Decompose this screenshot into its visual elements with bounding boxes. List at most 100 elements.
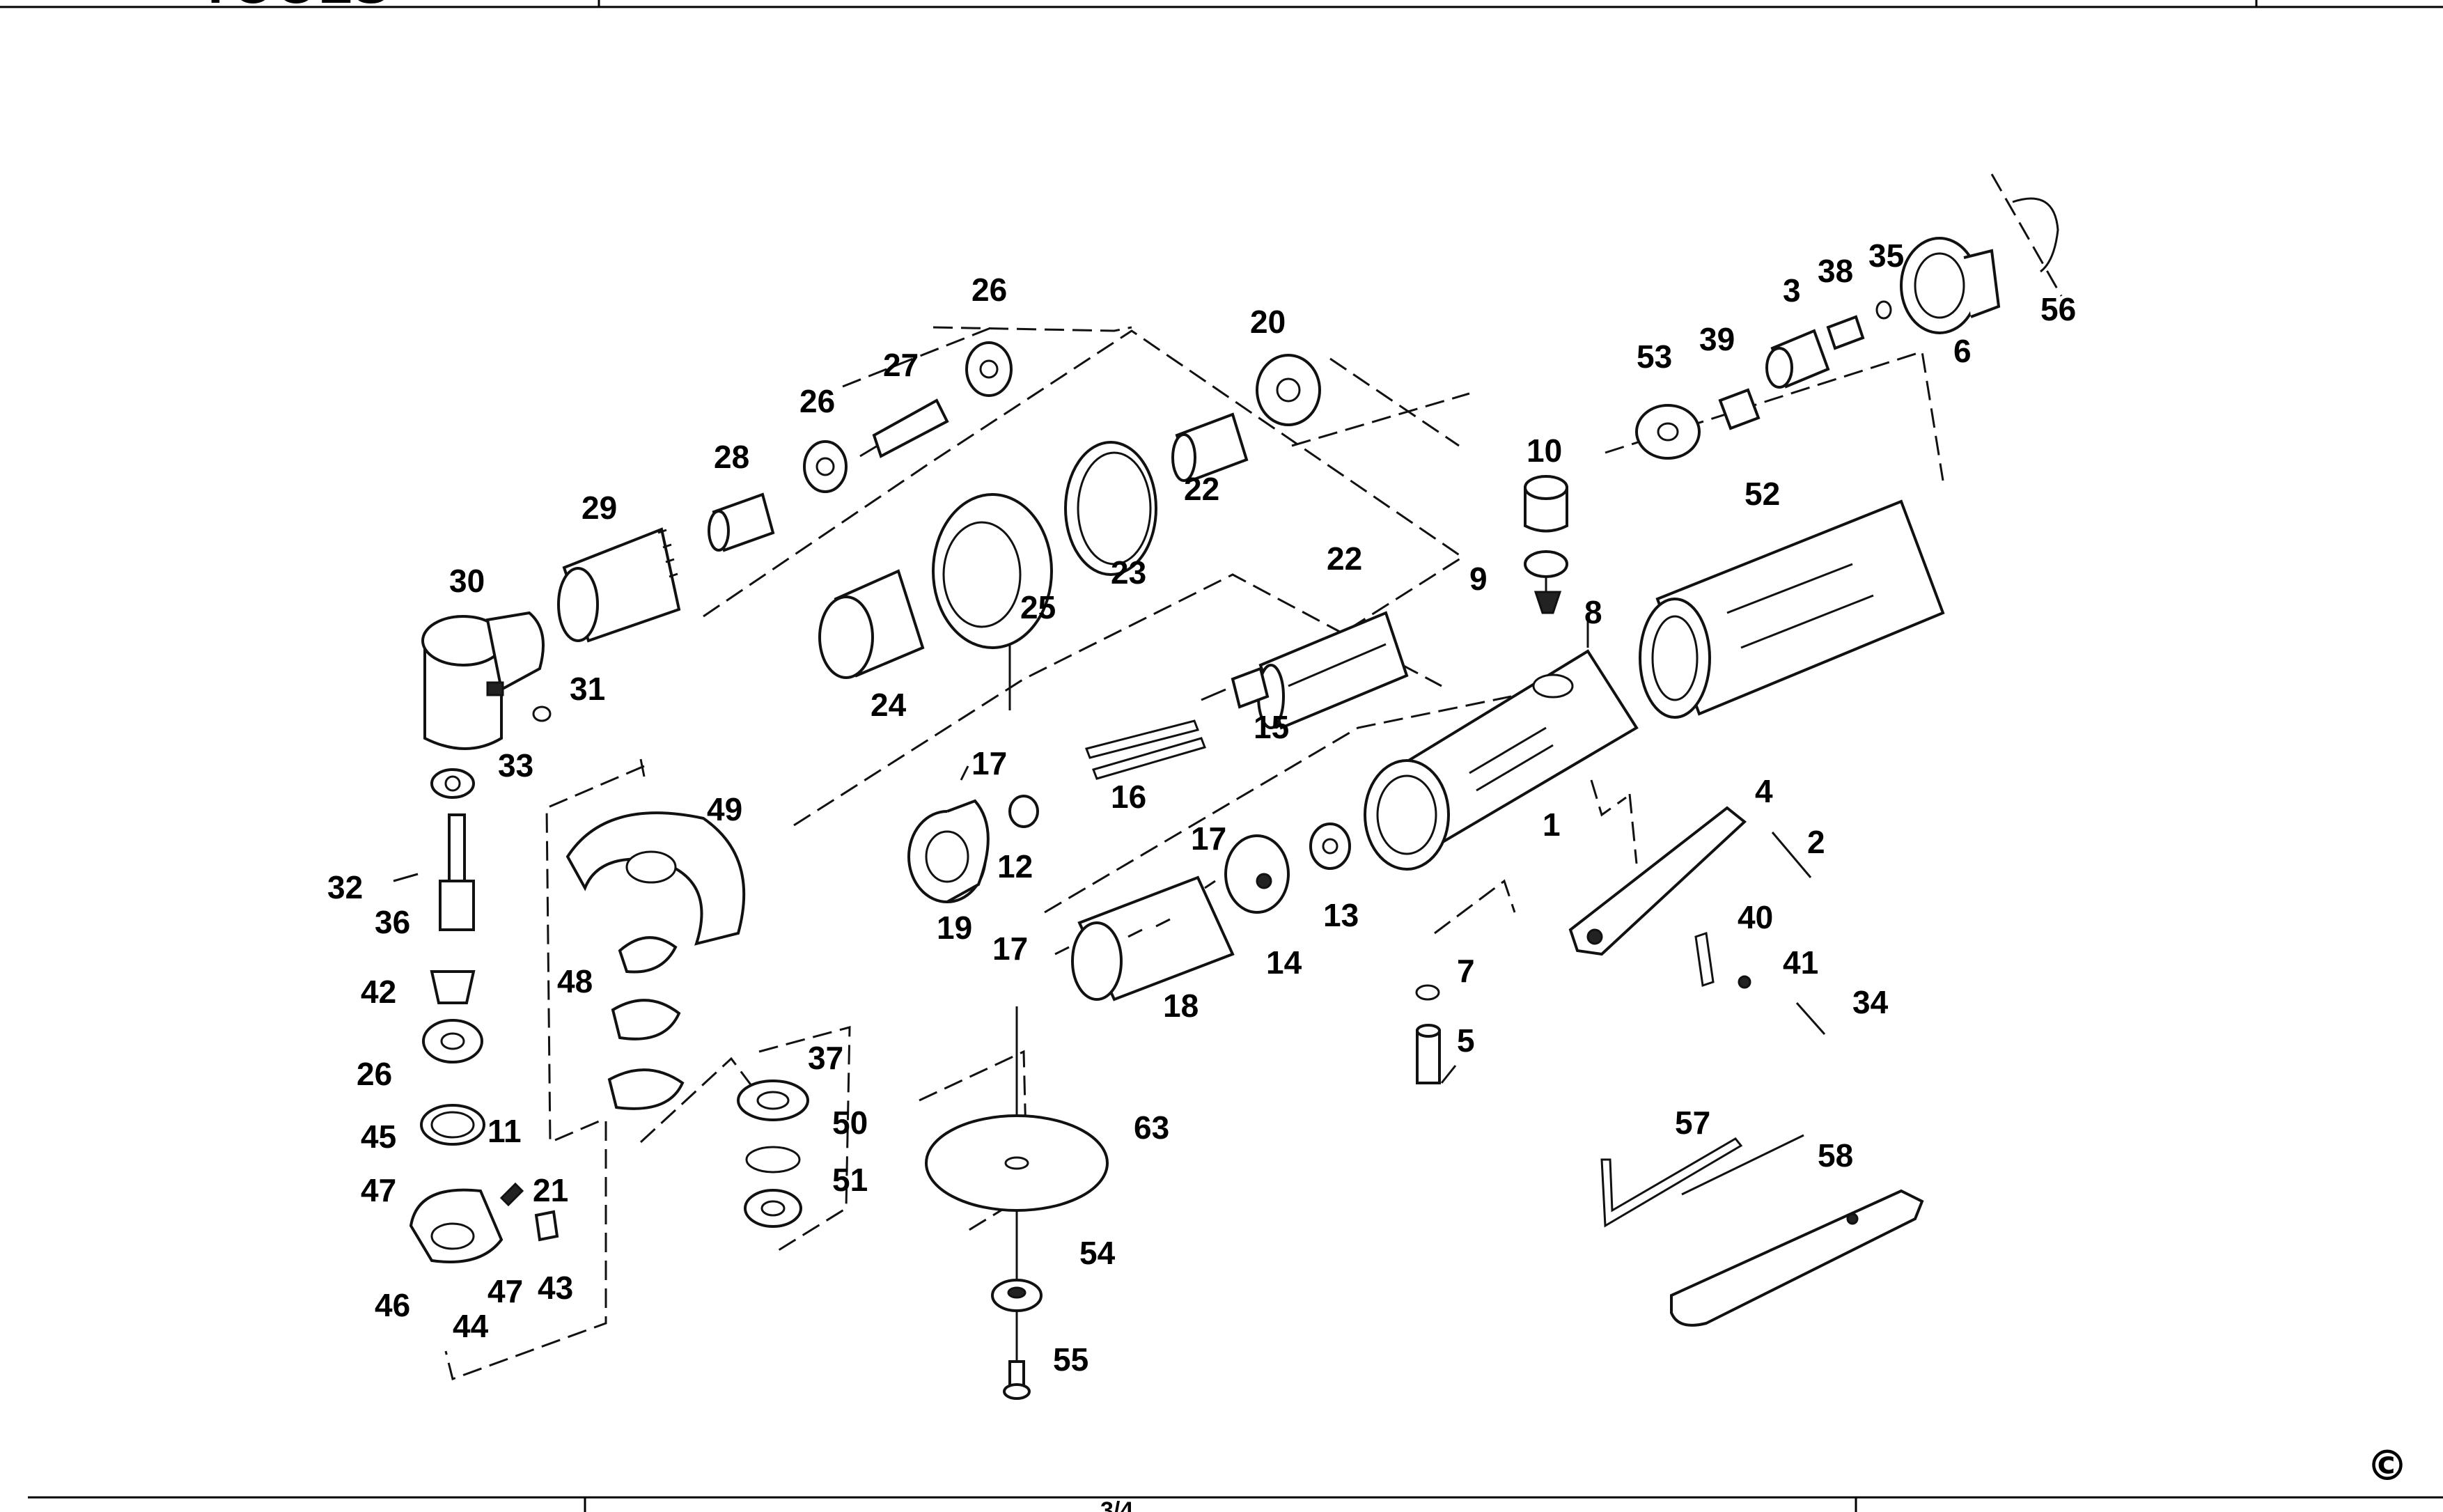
part-retaining-clip	[2012, 197, 2059, 273]
callout-43: 43	[538, 1270, 573, 1306]
part-snap-ring	[745, 1146, 801, 1174]
part-wheel-guard	[565, 811, 746, 946]
callout-39: 39	[1699, 321, 1735, 357]
callout-46: 46	[375, 1287, 410, 1323]
callout-58: 58	[1818, 1137, 1853, 1174]
page-number: 3/4	[1100, 1497, 1133, 1512]
part-pin	[1204, 880, 1216, 889]
part-screw	[532, 706, 552, 722]
callout-31: 31	[570, 671, 605, 707]
callout-27: 27	[883, 347, 919, 383]
part-small-o-ring	[1875, 300, 1892, 320]
part-washer	[1415, 984, 1440, 1001]
part-gear-housing	[557, 527, 681, 643]
callout-49: 49	[707, 791, 742, 827]
callout-18: 18	[1163, 988, 1199, 1024]
callout-34: 34	[1852, 984, 1889, 1020]
part-safety-latch	[1694, 932, 1715, 987]
part-outer-flange	[991, 1279, 1043, 1312]
part-latch-pin	[1795, 1002, 1826, 1035]
callout-7: 7	[1457, 953, 1475, 989]
callout-19: 19	[937, 910, 972, 946]
part-latch-spring	[1738, 975, 1751, 989]
callout-37: 37	[808, 1040, 843, 1076]
callout-42: 42	[361, 974, 396, 1010]
part-cap	[1524, 475, 1568, 533]
callout-32: 32	[327, 869, 363, 905]
part-muffler-washer	[1635, 404, 1701, 460]
part-spindle-nut	[430, 768, 475, 799]
callout-11: 11	[487, 1113, 522, 1149]
callout-36: 36	[375, 904, 410, 940]
callout-17-right: 17	[1191, 820, 1226, 857]
callout-13: 13	[1323, 897, 1359, 933]
callout-35: 35	[1868, 237, 1904, 274]
part-hex-key	[1600, 1137, 1743, 1228]
callout-54: 54	[1079, 1235, 1116, 1271]
callout-14: 14	[1266, 944, 1302, 981]
callout-47-right: 47	[487, 1273, 523, 1309]
callout-56: 56	[2040, 291, 2076, 327]
assembly-guide-lines	[444, 173, 2063, 1380]
part-angle-head	[421, 611, 545, 750]
callout-labels: 1 2 3 4 5 6 7 8 9 10 11 12 13 14 15 16 1…	[327, 237, 2076, 1378]
part-coupling	[1171, 412, 1249, 483]
part-bearing	[965, 341, 1013, 397]
part-guard-gasket	[611, 999, 681, 1041]
part-rotor-blades	[1084, 719, 1206, 780]
part-guard-gasket	[607, 1068, 685, 1110]
callout-3: 3	[1783, 272, 1801, 309]
part-guard-collar	[409, 1188, 504, 1263]
callout-33: 33	[498, 747, 533, 784]
part-spindle	[439, 813, 475, 931]
part-pin	[1054, 946, 1070, 956]
callout-51: 51	[832, 1162, 868, 1198]
part-lever-pin	[1771, 832, 1812, 878]
part-valve	[1533, 591, 1562, 614]
part-bearing	[803, 440, 848, 493]
part-inner-flange	[744, 1189, 802, 1228]
callout-30: 30	[449, 563, 485, 599]
callout-21: 21	[533, 1172, 568, 1208]
callout-63: 63	[1134, 1109, 1169, 1146]
callout-4: 4	[1755, 773, 1773, 809]
callout-44: 44	[453, 1308, 489, 1344]
callout-8: 8	[1584, 594, 1602, 630]
callout-23: 23	[1111, 554, 1146, 591]
callout-52: 52	[1745, 476, 1780, 512]
callout-38: 38	[1818, 253, 1853, 289]
callout-26-mid: 26	[799, 383, 835, 419]
part-key	[393, 873, 419, 882]
part-bearing	[422, 1019, 483, 1063]
callout-53: 53	[1637, 338, 1672, 375]
callout-47-left: 47	[361, 1172, 396, 1208]
callout-12: 12	[997, 848, 1033, 884]
callout-28: 28	[714, 439, 749, 475]
part-grinding-wheel	[925, 1114, 1109, 1212]
callout-20: 20	[1250, 304, 1286, 340]
callout-15: 15	[1254, 709, 1289, 745]
callout-41: 41	[1783, 944, 1818, 981]
part-small-bearing	[1008, 795, 1039, 828]
callout-5: 5	[1457, 1022, 1475, 1059]
part-air-inlet	[1900, 237, 2001, 334]
part-bevel-gear-sleeve	[708, 492, 775, 552]
part-ring	[1064, 441, 1157, 576]
part-bearing-ring	[420, 1104, 485, 1146]
part-spring	[1826, 315, 1865, 350]
part-lock-nut	[932, 493, 1053, 649]
callout-22-rotor: 22	[1327, 540, 1362, 577]
part-throttle-lever	[1568, 806, 1747, 956]
part-motor-housing	[1364, 649, 1639, 871]
callout-45: 45	[361, 1119, 396, 1155]
part-end-plate	[907, 799, 990, 903]
callout-50: 50	[832, 1105, 868, 1141]
callout-48: 48	[557, 963, 593, 999]
part-valve-stem	[1416, 1024, 1441, 1084]
part-o-ring	[1524, 550, 1568, 578]
part-flange-washer	[737, 1080, 809, 1121]
part-guard-gasket	[618, 936, 678, 974]
callout-25: 25	[1020, 589, 1056, 625]
